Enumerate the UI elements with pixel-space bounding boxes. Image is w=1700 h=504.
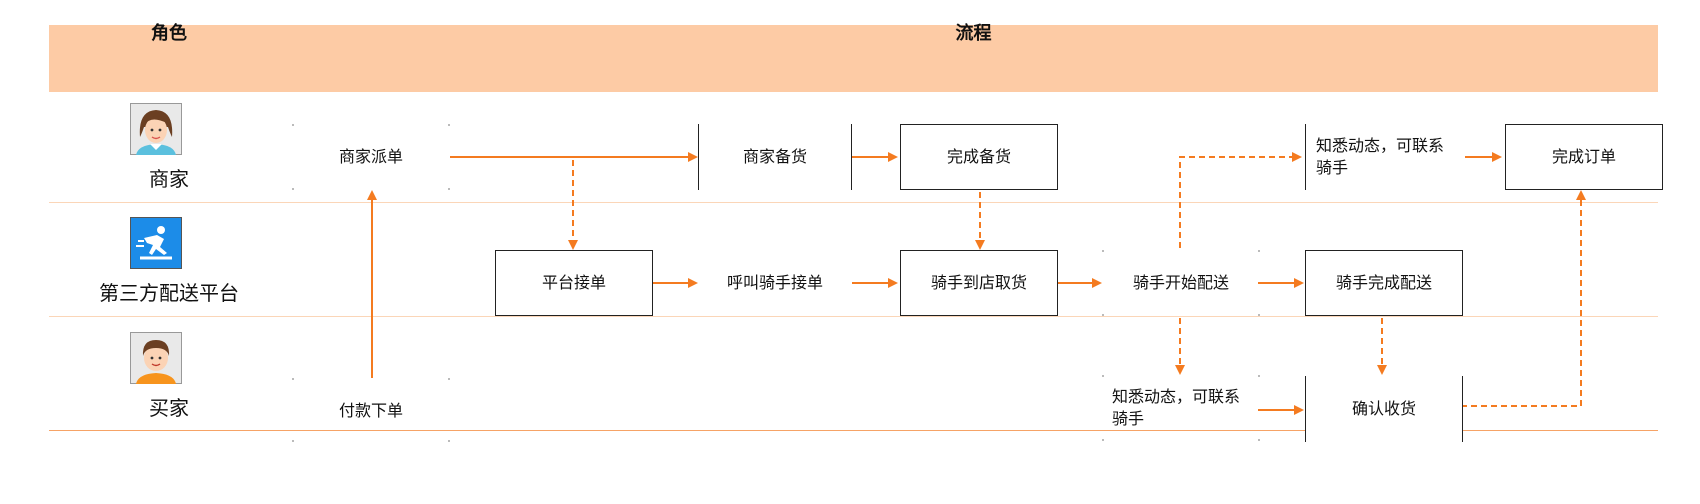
role-label-merchant: 商家 (149, 167, 189, 191)
arrow-confirm-to-complete (1461, 190, 1586, 407)
node-merchant-dispatch-label: 商家派单 (338, 147, 403, 166)
corner-mark (1102, 314, 1104, 316)
node-confirm-receipt: 确认收货 (1305, 376, 1463, 442)
node-rider-pickup: 骑手到店取货 (900, 250, 1058, 316)
header-process-title: 流程 (955, 23, 992, 44)
node-rider-start-label: 骑手开始配送 (1132, 273, 1229, 292)
node-order-complete-label: 完成订单 (1551, 147, 1616, 166)
corner-mark (292, 188, 294, 190)
node-rider-done-label: 骑手完成配送 (1335, 273, 1432, 292)
node-merchant-prepare-label: 商家备货 (742, 147, 807, 166)
node-confirm-receipt-label: 确认收货 (1351, 399, 1416, 418)
node-buyer-notice-label: 知悉动态，可联系骑手 (1112, 387, 1241, 428)
header-band (49, 25, 1658, 92)
lane-divider-bottom (49, 430, 1658, 431)
node-platform-accept: 平台接单 (495, 250, 653, 316)
corner-mark (1258, 250, 1260, 252)
corner-mark (1258, 439, 1260, 441)
lane-divider-2 (49, 316, 1658, 317)
node-prepare-done: 完成备货 (900, 124, 1058, 190)
corner-mark (1258, 314, 1260, 316)
node-buyer-pay: 付款下单 (292, 378, 450, 444)
corner-mark (1258, 375, 1260, 377)
arrow-start-to-merchantnotice (1179, 152, 1302, 248)
corner-mark (448, 378, 450, 380)
node-merchant-notice: 知悉动态，可联系骑手 (1305, 124, 1463, 190)
role-label-buyer: 买家 (149, 396, 189, 420)
node-rider-start: 骑手开始配送 (1102, 250, 1260, 316)
corner-mark (448, 440, 450, 442)
lane-divider-1 (49, 202, 1658, 203)
merchant-avatar-icon (130, 103, 182, 155)
corner-mark (1102, 439, 1104, 441)
node-merchant-notice-label: 知悉动态，可联系骑手 (1316, 136, 1445, 177)
node-buyer-pay-label: 付款下单 (338, 401, 403, 420)
buyer-avatar-icon (130, 332, 182, 384)
node-merchant-dispatch: 商家派单 (292, 124, 450, 190)
node-buyer-notice: 知悉动态，可联系骑手 (1102, 375, 1260, 441)
node-order-complete: 完成订单 (1505, 124, 1663, 190)
corner-mark (448, 188, 450, 190)
corner-mark (292, 378, 294, 380)
node-platform-accept-label: 平台接单 (541, 273, 606, 292)
role-label-platform: 第三方配送平台 (99, 281, 239, 305)
corner-mark (292, 124, 294, 126)
node-rider-done: 骑手完成配送 (1305, 250, 1463, 316)
node-prepare-done-label: 完成备货 (946, 147, 1011, 166)
corner-mark (448, 124, 450, 126)
node-merchant-prepare: 商家备货 (698, 124, 852, 190)
corner-mark (292, 440, 294, 442)
delivery-platform-logo-icon (130, 217, 182, 269)
header-role-title: 角色 (151, 23, 187, 44)
corner-mark (1102, 375, 1104, 377)
corner-mark (1102, 250, 1104, 252)
node-call-rider: 呼叫骑手接单 (698, 250, 852, 316)
node-call-rider-label: 呼叫骑手接单 (726, 273, 823, 292)
node-rider-pickup-label: 骑手到店取货 (930, 273, 1027, 292)
